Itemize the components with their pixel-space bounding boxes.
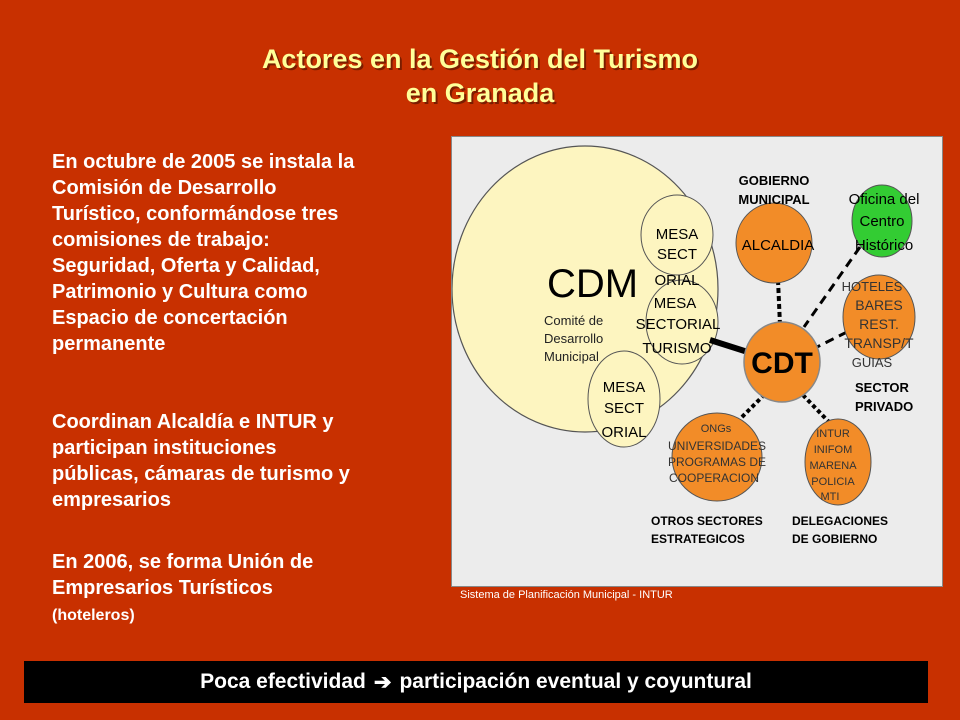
mesa-circle-2 — [645, 279, 719, 365]
p3-line: En 2006, se forma Unión de — [52, 551, 314, 573]
ongs-label-1: ONGs — [701, 423, 732, 435]
delegaciones-label-1: DELEGACIONES — [792, 514, 888, 528]
hoteles-label-3: REST. — [859, 316, 899, 332]
intur-label-3: MARENA — [809, 460, 857, 472]
p3-main-text: Empresarios Turísticos — [52, 577, 273, 599]
oficina-label-2: Centro — [859, 213, 904, 230]
intur-label-5: MTI — [821, 491, 840, 503]
mesa3-label-3: ORIAL — [601, 424, 646, 441]
footer-right-text: participación eventual y coyuntural — [399, 670, 752, 693]
mesa3-label-2: SECT — [604, 400, 644, 417]
p1-line: Turístico, conformándose tres — [52, 203, 339, 225]
connector-alcaldia-cdt — [776, 279, 782, 326]
oficina-label-3: Histórico — [855, 237, 913, 254]
hoteles-circle — [842, 274, 916, 360]
source-caption: Sistema de Planificación Municipal - INT… — [460, 589, 673, 601]
sector-privado-label-1: SECTOR — [855, 380, 910, 395]
mesa2-label-3: TURISMO — [642, 340, 711, 357]
otros-label-1: OTROS SECTORES — [651, 514, 763, 528]
title-line-1: Actores en la Gestión del Turismo — [261, 44, 699, 74]
intur-label-1: INTUR — [816, 428, 850, 440]
hoteles-label-1: HOTELES — [842, 279, 903, 294]
p1-line: En octubre de 2005 se instala la — [52, 151, 355, 173]
title-line-2: en Granada — [405, 78, 555, 108]
oficina-circle — [851, 184, 913, 258]
gobierno-label-2: MUNICIPAL — [738, 192, 809, 207]
p1-line: comisiones de trabajo: — [52, 229, 270, 251]
p2-line: Coordinan Alcaldía e INTUR y — [52, 411, 334, 433]
oficina-label-1: Oficina del — [849, 191, 920, 208]
paragraph-coordinan: Coordinan Alcaldía e INTUR y participan … — [52, 409, 422, 513]
paragraph-comision: En octubre de 2005 se instala la Comisió… — [52, 149, 422, 357]
footer-left-text: Poca efectividad — [200, 670, 366, 693]
cdm-sub-3: Municipal — [544, 349, 599, 364]
mesa2-label-2: SECTORIAL — [636, 316, 721, 333]
intur-label-4: POLICIA — [811, 476, 855, 488]
alcaldia-label: ALCALDIA — [742, 237, 815, 254]
mesa2-label-1: MESA — [654, 295, 697, 312]
p2-line: empresarios — [52, 489, 171, 511]
hoteles-label-2: BARES — [855, 297, 902, 313]
p1-line: Patrimonio y Cultura como — [52, 281, 308, 303]
hoteles-label-4: TRANSP/T — [844, 335, 914, 351]
hoteles-label-5: GUIAS — [852, 355, 893, 370]
p3-line: Empresarios Turísticos (hoteleros) — [52, 575, 422, 629]
gobierno-label-1: GOBIERNO — [739, 173, 810, 188]
mesa-circle-3 — [587, 350, 661, 448]
mesa1-label-3: ORIAL — [654, 272, 699, 289]
p1-line: Comisión de Desarrollo — [52, 177, 277, 199]
p1-line: permanente — [52, 333, 166, 355]
cdt-label: CDT — [751, 347, 813, 380]
ongs-label-3: PROGRAMAS DE — [668, 455, 766, 469]
connector-oficina-cdt — [802, 246, 862, 328]
p2-line: participan instituciones — [52, 437, 277, 459]
actors-diagram: CDM Comité de Desarrollo Municipal MESA … — [451, 136, 943, 587]
delegaciones-label-2: DE GOBIERNO — [792, 532, 877, 546]
intur-label-2: INIFOM — [814, 444, 853, 456]
cdt-circle — [743, 321, 821, 403]
slide-title: Actores en la Gestión del Turismo en Gra… — [0, 42, 960, 110]
otros-label-2: ESTRATEGICOS — [651, 532, 745, 546]
p1-line: Seguridad, Oferta y Calidad, — [52, 255, 320, 277]
ongs-label-2: UNIVERSIDADES — [668, 439, 766, 453]
cdm-sub-1: Comité de — [544, 313, 603, 328]
p3-small-text: (hoteleros) — [52, 607, 135, 624]
sector-privado-label-2: PRIVADO — [855, 399, 913, 414]
paragraph-union: En 2006, se forma Unión de Empresarios T… — [52, 549, 422, 629]
p1-line: Espacio de concertación — [52, 307, 288, 329]
alcaldia-circle — [735, 202, 813, 284]
mesa-circle-1 — [640, 194, 714, 276]
mesa1-label-2: SECT — [657, 246, 697, 263]
ongs-label-4: COOPERACION — [669, 471, 759, 485]
ongs-circle — [671, 412, 763, 502]
p2-line: públicas, cámaras de turismo y — [52, 463, 350, 485]
intur-circle — [804, 418, 872, 506]
connector-hoteles-cdt — [816, 330, 848, 349]
footer-banner: Poca efectividad ➔ participación eventua… — [24, 661, 928, 703]
cdm-sub-2: Desarrollo — [544, 331, 603, 346]
mesa3-label-1: MESA — [603, 379, 646, 396]
cdm-title: CDM — [547, 262, 638, 306]
right-arrow-icon: ➔ — [373, 670, 392, 694]
mesa1-label-1: MESA — [656, 226, 699, 243]
